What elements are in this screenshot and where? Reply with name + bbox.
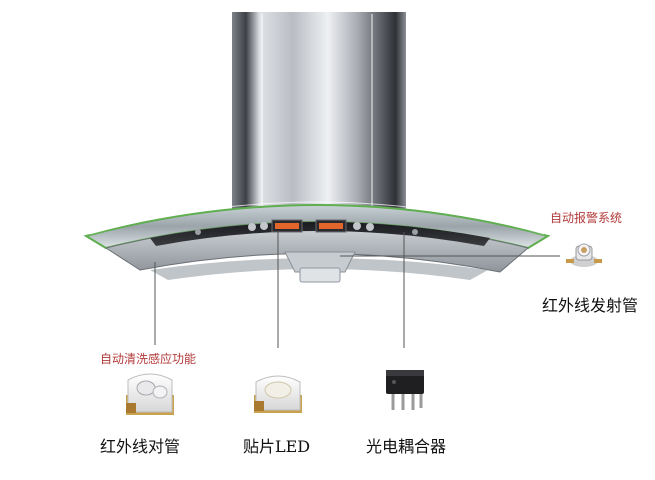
hood-chimney bbox=[232, 12, 406, 214]
optocoupler-label: 光电耦合器 bbox=[366, 437, 447, 456]
optocoupler-icon bbox=[386, 370, 424, 410]
callout-lines bbox=[154, 232, 560, 348]
panel-button-icon bbox=[248, 223, 256, 231]
panel-button-icon bbox=[366, 223, 374, 231]
led-display bbox=[275, 223, 299, 229]
smd-led-label: 贴片LED bbox=[243, 437, 311, 456]
ir-emitter-icon bbox=[566, 243, 602, 267]
ir-pair-label: 红外线对管 bbox=[100, 437, 181, 456]
control-panel bbox=[150, 219, 490, 246]
panel-button-icon bbox=[353, 222, 361, 230]
panel-button-icon bbox=[195, 229, 201, 235]
panel-button-icon bbox=[260, 222, 268, 230]
auto-clean-label: 自动清洗感应功能 bbox=[100, 352, 197, 366]
auto-alarm-label: 自动报警系统 bbox=[550, 211, 623, 225]
ir-pair-icon bbox=[126, 373, 174, 415]
ir-emitter-label: 红外线发射管 bbox=[542, 296, 639, 315]
panel-button-icon bbox=[412, 229, 418, 235]
smd-led-icon bbox=[254, 375, 302, 413]
led-display bbox=[319, 223, 343, 229]
